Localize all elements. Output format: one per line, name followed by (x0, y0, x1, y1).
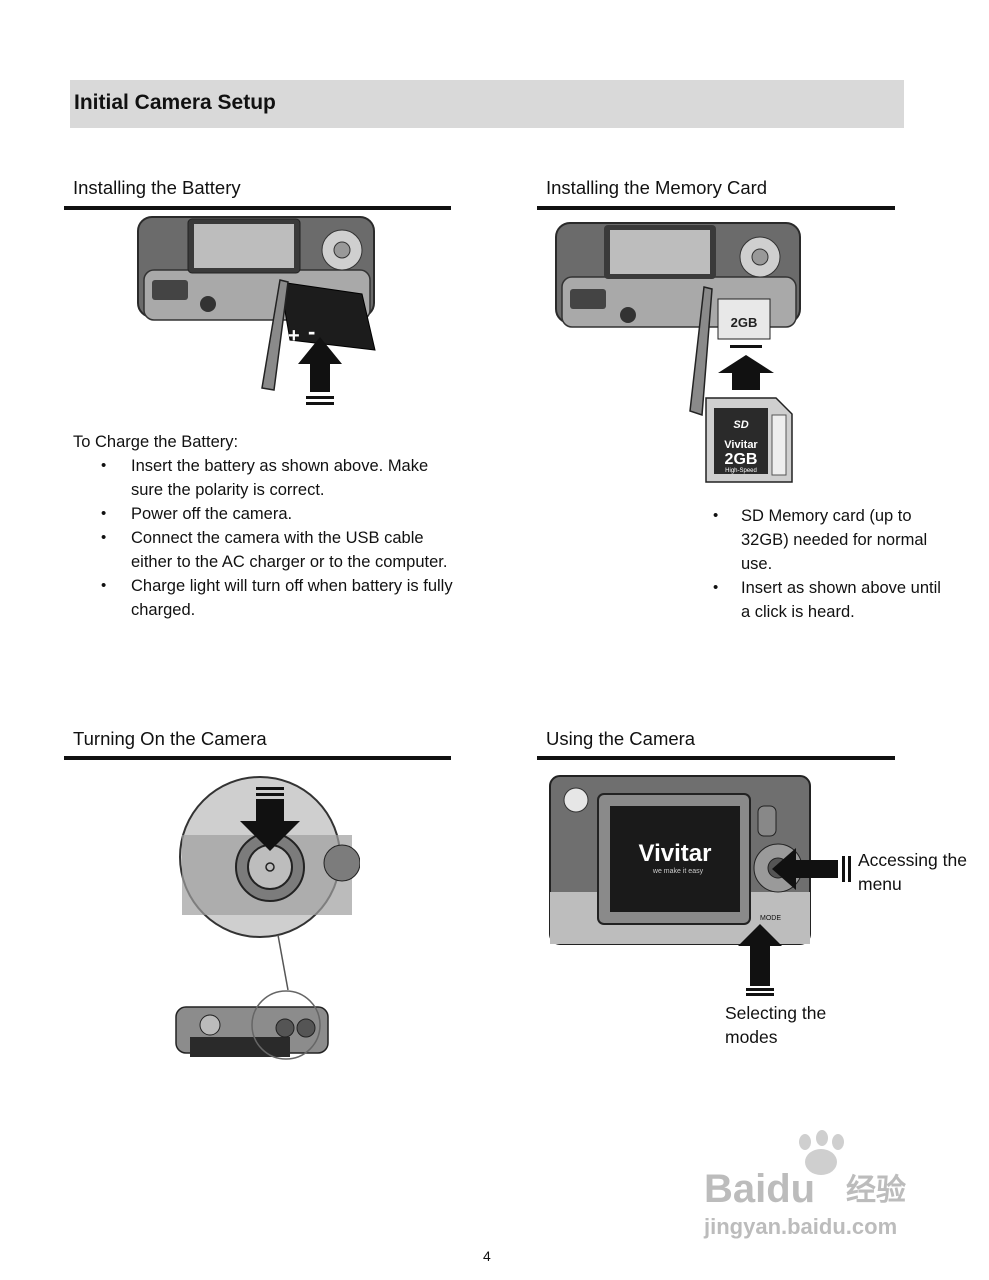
list-item: Connect the camera with the USB cable ei… (73, 526, 453, 574)
mode-label: MODE (760, 915, 781, 922)
mode-arrow-icon (738, 924, 782, 996)
page-number: 4 (483, 1248, 491, 1264)
memory-section-title: Installing the Memory Card (546, 177, 768, 198)
using-section-rule (537, 756, 895, 760)
insert-arrow-icon (718, 345, 774, 390)
charge-heading: To Charge the Battery: (73, 433, 239, 451)
memory-card-illustration: 2GB SD Vivitar 2GB High-Speed (555, 222, 801, 483)
menu-callout: Accessing the menu (858, 850, 967, 894)
modes-callout: Selecting the modes (725, 1003, 827, 1047)
page-title: Initial Camera Setup (74, 91, 276, 114)
watermark-brand: Baidu (704, 1167, 815, 1211)
card-speed: High-Speed (725, 468, 757, 474)
turning-on-section-title: Turning On the Camera (73, 728, 267, 749)
list-item: Insert the battery as shown above. Make … (73, 454, 453, 502)
watermark-cn: 经验 (846, 1173, 906, 1207)
watermark-url: jingyan.baidu.com (703, 1214, 897, 1239)
baidu-watermark-logo: Baidu 经验 jingyan.baidu.com (703, 1130, 906, 1239)
title-bar: Initial Camera Setup (70, 80, 904, 128)
list-item: SD Memory card (up to 32GB) needed for n… (707, 504, 947, 576)
polarity-plus: + (288, 325, 300, 347)
charge-steps-list: Insert the battery as shown above. Make … (73, 454, 453, 622)
using-section-title: Using the Camera (546, 728, 696, 749)
screen-tagline: we make it easy (652, 868, 704, 875)
power-press-arrow-icon (240, 787, 300, 851)
menu-arrow-icon (772, 848, 851, 890)
power-button-illustration (175, 776, 360, 1060)
sd-card-image: SD Vivitar 2GB High-Speed (705, 397, 793, 483)
battery-section-rule (64, 206, 451, 210)
list-item: Insert as shown above until a click is h… (707, 576, 947, 624)
card-brand: Vivitar (724, 439, 758, 451)
battery-install-illustration: + - (137, 216, 376, 405)
card-capacity: 2GB (725, 451, 758, 468)
screen-brand: Vivitar (639, 840, 712, 867)
svg-text:2GB: 2GB (731, 315, 758, 330)
sd-logo: SD (733, 419, 748, 431)
camera-back-illustration: Vivitar we make it easy MODE (549, 775, 851, 996)
memory-section-rule (537, 206, 895, 210)
insert-arrow-icon (298, 337, 342, 405)
list-item: Charge light will turn off when battery … (73, 574, 453, 622)
battery-section-title: Installing the Battery (73, 177, 241, 198)
memory-card-notes-list: SD Memory card (up to 32GB) needed for n… (707, 504, 947, 624)
turning-on-section-rule (64, 756, 451, 760)
list-item: Power off the camera. (73, 502, 453, 526)
polarity-minus: - (308, 319, 315, 344)
